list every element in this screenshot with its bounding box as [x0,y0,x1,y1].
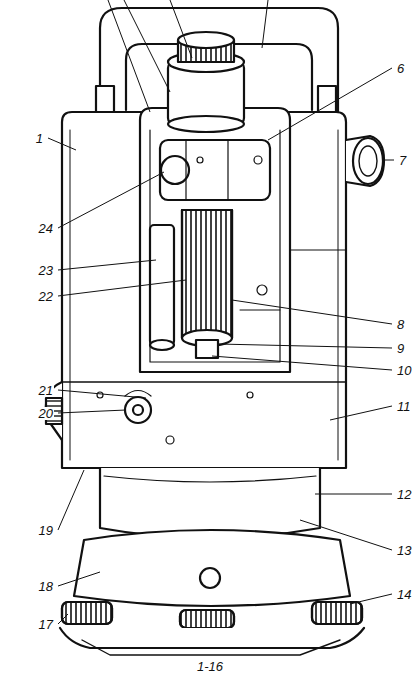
callout-number: 9 [396,342,405,355]
callout-number: 7 [398,154,407,167]
callout-number: 19 [38,524,54,537]
callout-number: 18 [38,580,54,593]
callout-number: 12 [396,488,412,501]
callout-number: 20 [38,407,54,420]
figure-number: 1-16 [196,660,224,673]
callout-number: 22 [38,290,54,303]
callout-number: 23 [38,264,54,277]
callout-number: 6 [396,62,405,75]
callout-number: 11 [396,400,412,413]
callout-number: 8 [396,318,405,331]
callout-number: 17 [38,618,54,631]
callout-number: 24 [38,222,54,235]
callout-number: 14 [396,588,412,601]
callout-number: 13 [396,544,412,557]
callout-number: 10 [396,364,412,377]
callout-number: 21 [38,384,54,397]
callout-number: 1 [35,132,44,145]
